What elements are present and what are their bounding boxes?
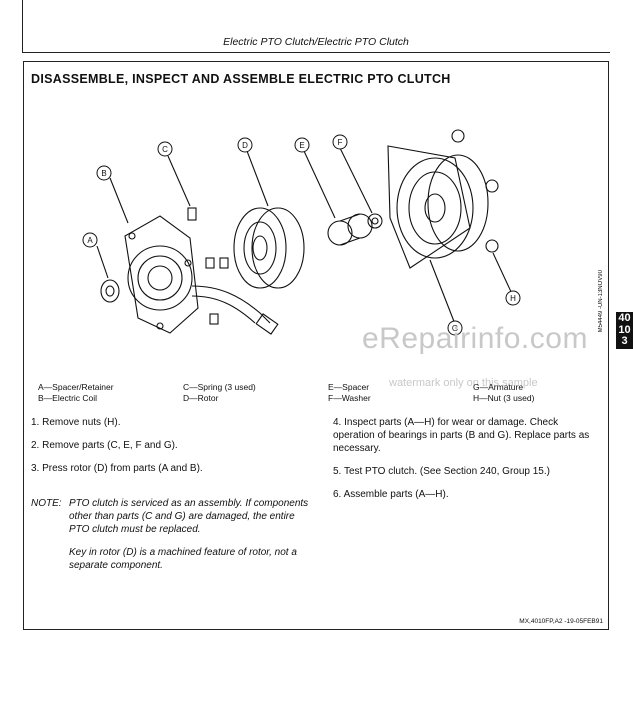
section-title: DISASSEMBLE, INSPECT AND ASSEMBLE ELECTR… (31, 72, 451, 86)
section-tabs: 40 10 3 (616, 312, 633, 349)
legend-col-3: E—Spacer F—Washer (328, 382, 371, 404)
note-label: NOTE: (31, 498, 62, 509)
legend-col-1: A—Spacer/Retainer B—Electric Coil (38, 382, 114, 404)
steps-right: 4. Inspect parts (A—H) for wear or damag… (333, 416, 601, 511)
tab-page: 3 (621, 335, 628, 347)
callout-h: H (510, 294, 516, 303)
callout-g: G (452, 324, 458, 333)
step-item: 2. Remove parts (C, E, F and G). (31, 440, 178, 451)
legend-item: H—Nut (3 used) (473, 393, 535, 403)
step-item: 5. Test PTO clutch. (See Section 240, Gr… (333, 466, 550, 477)
footer-code: MX,4010FP,A2 -19-05FEB91 (519, 618, 603, 625)
legend-item: G—Armature (473, 382, 524, 392)
step-item: 1. Remove nuts (H). (31, 417, 121, 428)
callout-e: E (299, 141, 304, 150)
header-title: Electric PTO Clutch/Electric PTO Clutch (223, 36, 409, 48)
exploded-view-illustration: A B C D E F G H (82, 129, 521, 336)
legend-col-2: C—Spring (3 used) D—Rotor (183, 382, 256, 404)
content-frame (23, 61, 609, 630)
tab-group: 10 (618, 323, 631, 336)
legend-item: C—Spring (3 used) (183, 382, 256, 392)
tab-section: 40 (618, 312, 631, 324)
callout-b: B (101, 169, 106, 178)
header-rule (22, 0, 23, 52)
legend-col-4: G—Armature H—Nut (3 used) (473, 382, 534, 404)
note-block: NOTE: PTO clutch is serviced as an assem… (31, 497, 311, 572)
callout-a: A (87, 236, 93, 245)
legend-item: A—Spacer/Retainer (38, 382, 114, 392)
legend-item: D—Rotor (183, 393, 219, 403)
step-item: 3. Press rotor (D) from parts (A and B). (31, 463, 203, 474)
legend-item: F—Washer (328, 393, 371, 403)
legend-item: E—Spacer (328, 382, 370, 392)
watermark: eRepairinfo.com (362, 322, 588, 355)
callout-f: F (338, 138, 343, 147)
figure-code: M54449 -UN-13NOV90 (598, 270, 604, 333)
header-divider (22, 52, 610, 53)
step-item: 6. Assemble parts (A—H). (333, 489, 449, 500)
callout-d: D (242, 141, 248, 150)
watermark-sub: watermark only on this sample (389, 377, 538, 389)
legend-item: B—Electric Coil (38, 393, 98, 403)
steps-left: 1. Remove nuts (H). 2. Remove parts (C, … (31, 416, 301, 485)
note-paragraph: Key in rotor (D) is a machined feature o… (69, 547, 297, 571)
step-item: 4. Inspect parts (A—H) for wear or damag… (333, 417, 590, 454)
callout-c: C (162, 145, 168, 154)
note-paragraph: PTO clutch is serviced as an assembly. I… (69, 498, 309, 535)
